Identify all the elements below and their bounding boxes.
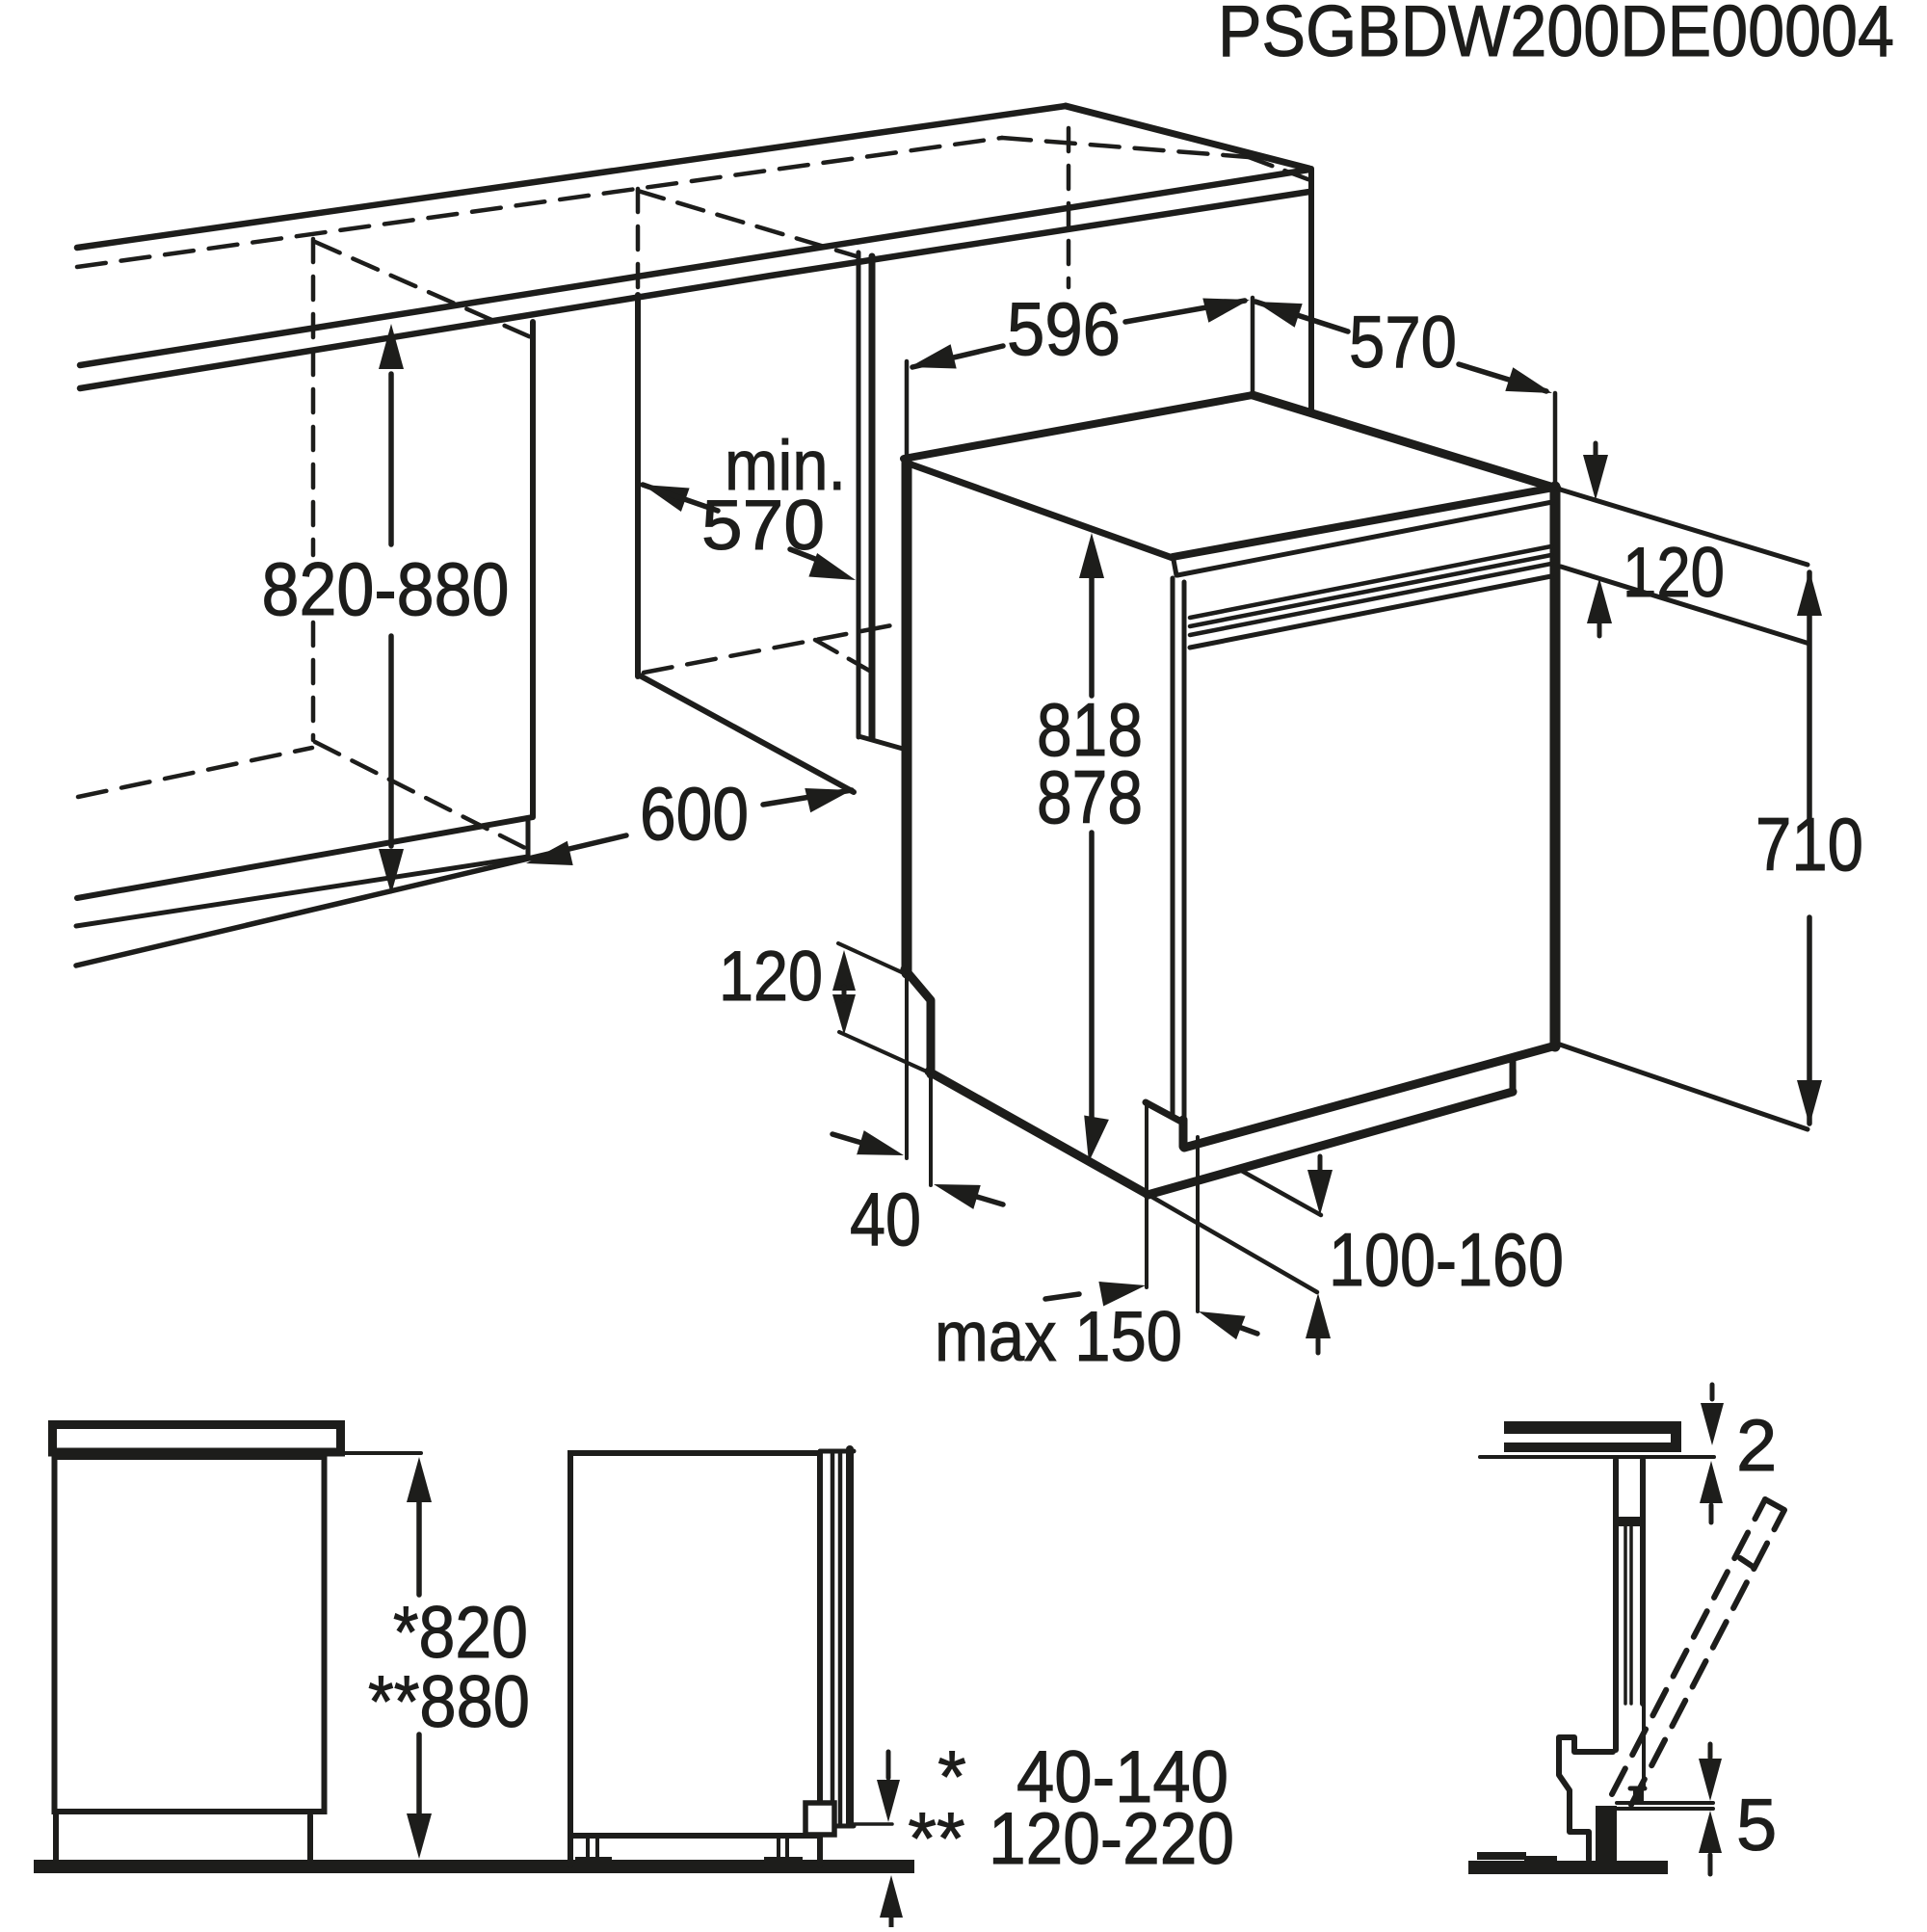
svg-text:min.: min. — [725, 427, 846, 505]
svg-text:100-160: 100-160 — [1329, 1217, 1564, 1302]
svg-text:596: 596 — [1007, 286, 1121, 371]
svg-text:**880: **880 — [368, 1661, 530, 1743]
svg-text:878: 878 — [1037, 754, 1143, 839]
svg-text:600: 600 — [640, 771, 749, 856]
svg-text:710: 710 — [1755, 802, 1863, 887]
svg-text:570: 570 — [701, 487, 825, 565]
svg-text:PSGBDW200DE00004: PSGBDW200DE00004 — [1218, 0, 1894, 71]
svg-text:40-140: 40-140 — [1016, 1736, 1228, 1818]
svg-text:**: ** — [908, 1798, 964, 1880]
svg-text:120-220: 120-220 — [989, 1798, 1234, 1880]
svg-text:max 150: max 150 — [935, 1298, 1182, 1376]
svg-text:818: 818 — [1037, 687, 1143, 772]
svg-text:820-880: 820-880 — [262, 546, 510, 631]
svg-text:570: 570 — [1349, 302, 1457, 384]
svg-text:120: 120 — [719, 938, 823, 1016]
svg-text:5: 5 — [1736, 1785, 1777, 1866]
svg-text:*: * — [937, 1736, 966, 1818]
svg-text:40: 40 — [850, 1177, 921, 1261]
svg-text:120: 120 — [1623, 534, 1725, 612]
svg-text:2: 2 — [1736, 1405, 1777, 1487]
svg-text:*820: *820 — [393, 1592, 528, 1674]
